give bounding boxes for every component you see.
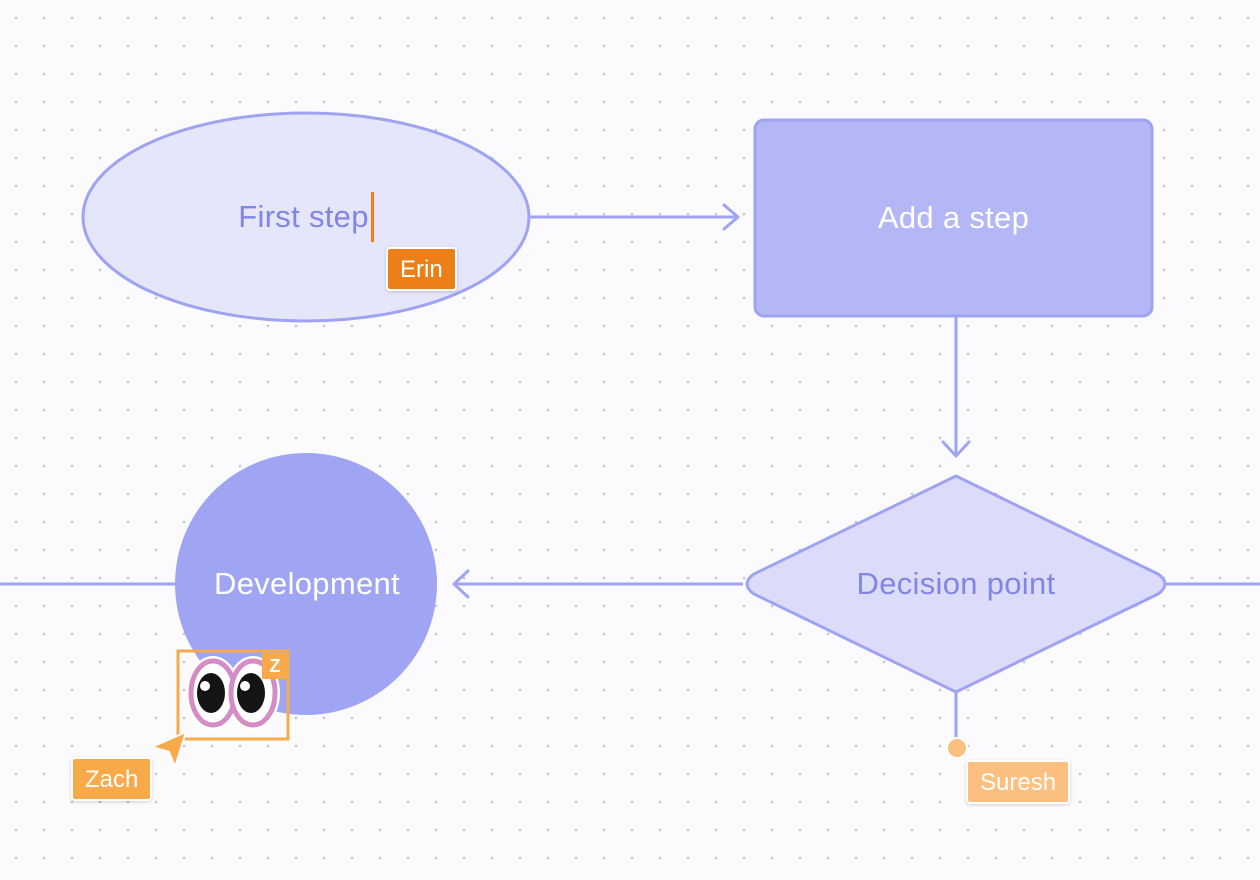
sticker-selection-box[interactable] <box>176 649 290 741</box>
node-development-label: Development <box>214 566 400 601</box>
suresh-cursor-dot <box>946 737 968 759</box>
arrowhead-left-icon <box>452 569 470 599</box>
node-decision-label: Decision point <box>856 566 1056 601</box>
node-add-step[interactable]: Add a step <box>755 120 1152 316</box>
arrowhead-down-icon <box>941 440 971 458</box>
arrowhead-right-icon <box>722 203 740 231</box>
zach-cursor-icon <box>151 731 187 768</box>
collaborator-tag-suresh: Suresh <box>966 760 1071 805</box>
collaborator-tag-erin: Erin <box>386 247 457 292</box>
node-decision-shape[interactable] <box>745 474 1167 694</box>
node-decision[interactable]: Decision point <box>760 534 1152 634</box>
node-add-step-shape[interactable] <box>753 118 1154 318</box>
node-development[interactable]: Development <box>176 534 438 634</box>
node-first-step[interactable]: First step <box>83 167 529 267</box>
node-add-step-label: Add a step <box>877 200 1030 235</box>
sticker-collaborator-badge: Z <box>262 653 288 679</box>
text-caret <box>370 192 374 242</box>
node-first-step-label: First step <box>238 199 369 234</box>
collaborator-tag-zach: Zach <box>71 757 153 802</box>
